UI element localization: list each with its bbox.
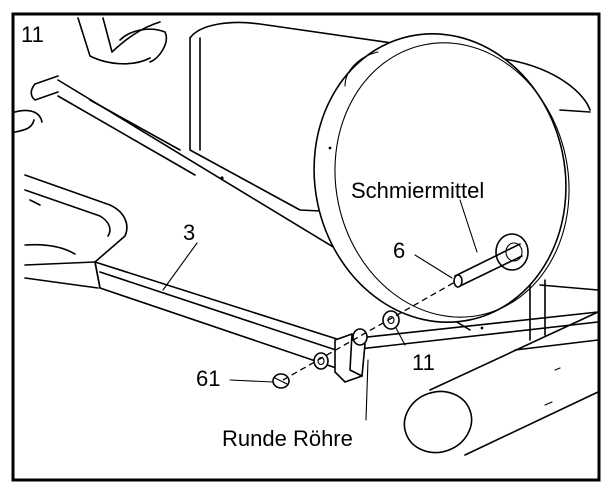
upper-arm-fragment (14, 17, 168, 133)
assembly-path (282, 281, 456, 381)
pedal-arm (24, 174, 368, 383)
frame-part-label: 3 (183, 220, 195, 245)
round-tube-label: Runde Röhre (222, 426, 353, 451)
base-rail (339, 311, 599, 351)
washer-part-label: 11 (412, 350, 435, 375)
diagram-frame (11, 12, 601, 482)
lubricant-label: Schmiermittel (351, 178, 484, 203)
stabilizer-tube (403, 311, 599, 456)
leader-lines (162, 199, 478, 421)
axle-part-label: 6 (393, 238, 405, 263)
end-cap-part-label: 61 (196, 366, 220, 391)
axle-hub (453, 233, 529, 288)
step-number: 11 (21, 22, 44, 47)
end-cap (272, 373, 290, 389)
washer (382, 310, 400, 330)
